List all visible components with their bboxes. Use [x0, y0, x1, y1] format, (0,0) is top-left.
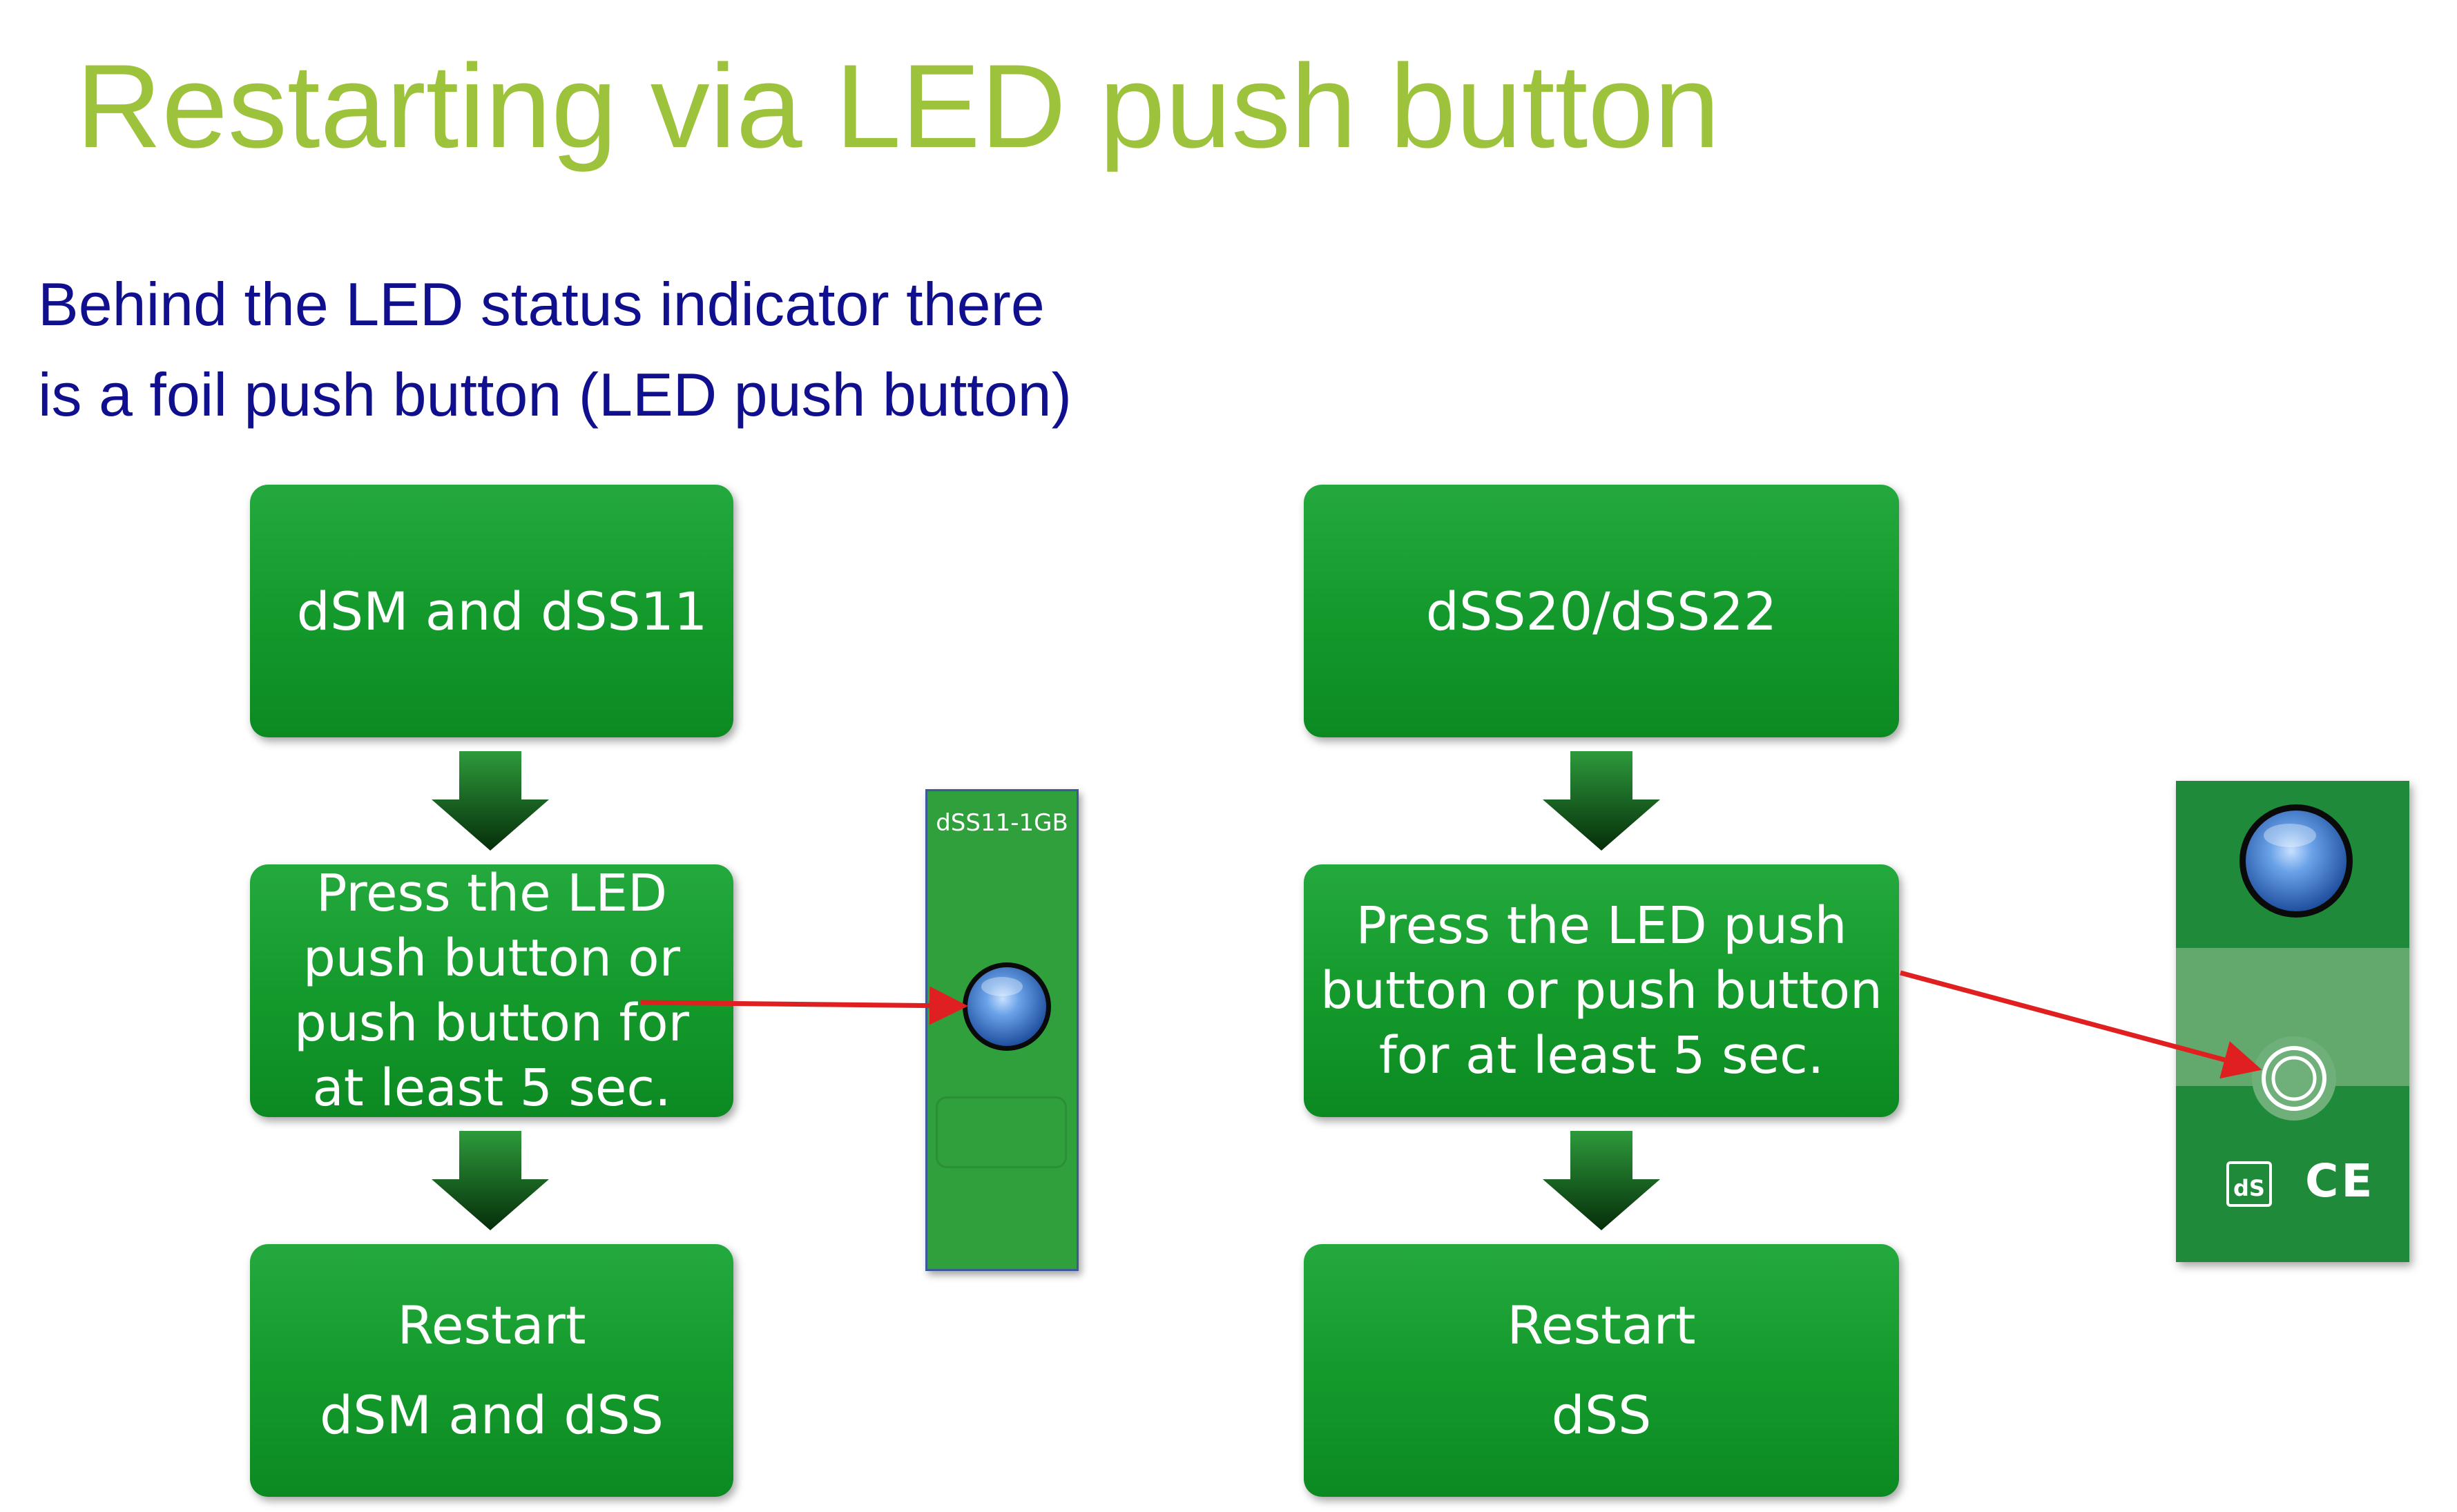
push-button-ring-icon[interactable]	[2258, 1043, 2330, 1114]
dss-logo-icon: dS	[2226, 1161, 2272, 1207]
left-result-box: Restart dSM and dSS	[250, 1244, 733, 1497]
ce-mark-icon: CE	[2305, 1154, 2376, 1208]
right-step-line-2: button or push button	[1320, 961, 1882, 1020]
right-down-arrow-2	[1543, 1131, 1660, 1230]
dss11-button-recess	[936, 1096, 1067, 1168]
left-step-line-2: push button or	[302, 929, 681, 988]
right-step-box: Press the LED push button or push button…	[1304, 864, 1899, 1117]
left-down-arrow-1	[432, 751, 549, 851]
right-step-line-1: Press the LED push	[1356, 896, 1847, 956]
right-result-box: Restart dSS	[1304, 1244, 1899, 1497]
left-step-line-3: push button for	[293, 994, 690, 1053]
right-header-text: dSS20/dSS22	[1425, 580, 1777, 642]
dss20-button-recess	[2252, 1036, 2336, 1121]
right-step-line-3: for at least 5 sec.	[1378, 1026, 1824, 1085]
left-result-line-1: Restart	[397, 1295, 586, 1356]
left-header-box: dSM and dSS11	[250, 485, 733, 737]
dss20-led-icon[interactable]	[2237, 802, 2355, 920]
left-step-line-1: Press the LED	[316, 864, 668, 923]
right-down-arrow-1	[1543, 751, 1660, 851]
subtitle-line-1: Behind the LED status indicator there	[38, 270, 1045, 338]
slide-subtitle: Behind the LED status indicator there is…	[38, 259, 1072, 440]
dss-logo-text: dS	[2233, 1175, 2265, 1201]
left-down-arrow-2	[432, 1131, 549, 1230]
dss11-label: dSS11-1GB	[936, 809, 1068, 837]
left-step-line-4: at least 5 sec.	[312, 1058, 671, 1118]
subtitle-line-2: is a foil push button (LED push button)	[38, 360, 1072, 429]
right-result-line-1: Restart	[1507, 1295, 1696, 1356]
slide-title: Restarting via LED push button	[76, 40, 1720, 173]
left-header-text: dSM and dSS11	[296, 580, 708, 642]
right-header-box: dSS20/dSS22	[1304, 485, 1899, 737]
left-result-line-2: dSM and dSS	[319, 1384, 664, 1446]
left-step-box: Press the LED push button or push button…	[250, 864, 733, 1118]
dss11-led-icon[interactable]	[961, 960, 1053, 1053]
right-result-line-2: dSS	[1551, 1384, 1652, 1446]
